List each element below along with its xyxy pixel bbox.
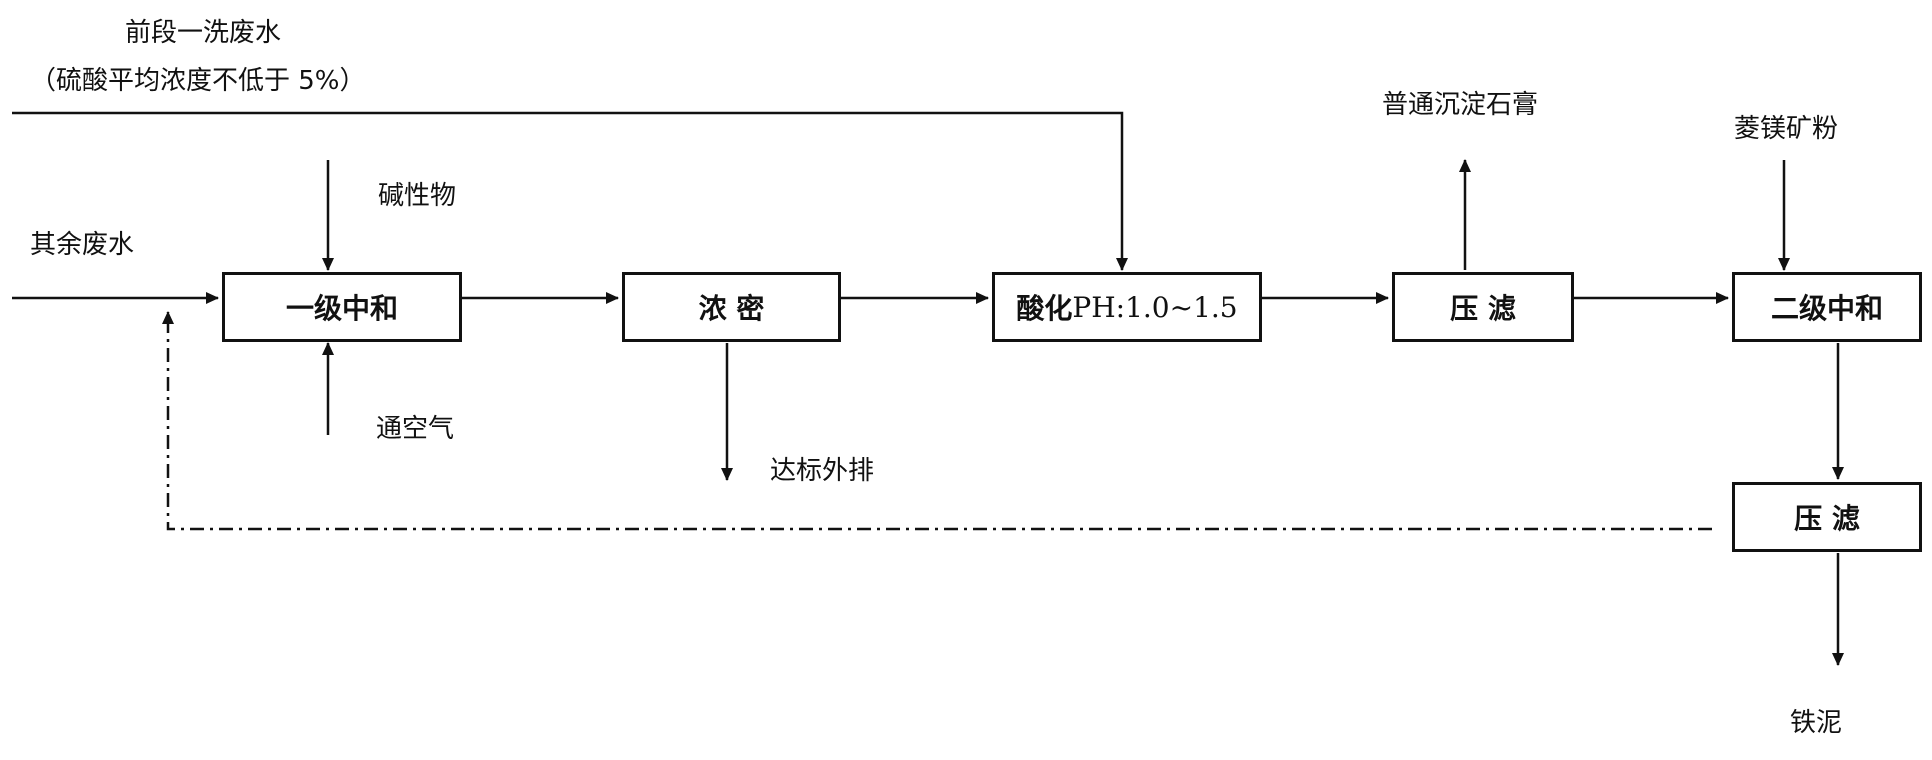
alkali-label: 碱性物	[378, 181, 457, 211]
thickening-box: 浓 密	[622, 272, 841, 342]
other-wastewater-label: 其余废水	[30, 230, 135, 260]
recycle-line	[162, 311, 1712, 531]
front-wastewater-line	[12, 111, 1128, 271]
secondary-neutralization-box: 二级中和	[1732, 272, 1922, 342]
magnesite-label: 菱镁矿粉	[1734, 114, 1839, 144]
acidification-box: 酸化 PH:1.0~1.5	[992, 272, 1262, 342]
discharge-label: 达标外排	[770, 456, 875, 486]
air-label: 通空气	[376, 414, 455, 444]
filter-press-1-box: 压 滤	[1392, 272, 1574, 342]
iron-sludge-label: 铁泥	[1790, 708, 1843, 738]
primary-neutralization-box: 一级中和	[222, 272, 462, 342]
gypsum-label: 普通沉淀石膏	[1382, 90, 1539, 120]
filter-press-2-box: 压 滤	[1732, 482, 1922, 552]
front-wastewater-acid-note: （硫酸平均浓度不低于 5%）	[30, 66, 366, 96]
acidification-ph: PH:1.0~1.5	[1072, 290, 1238, 324]
acidification-label: 酸化	[1016, 292, 1073, 325]
front-wastewater-label: 前段一洗废水	[125, 18, 282, 48]
